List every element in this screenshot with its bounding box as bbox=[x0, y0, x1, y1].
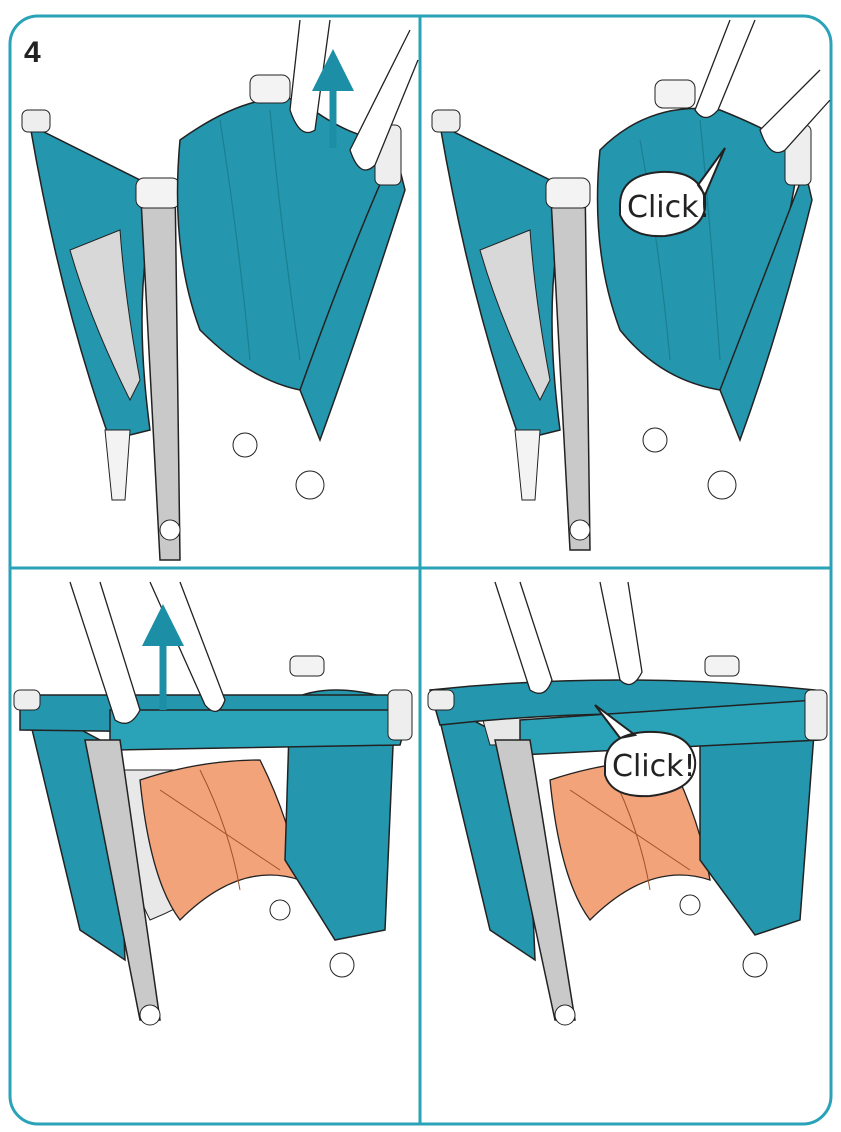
click-callout-text: Click! bbox=[612, 749, 696, 784]
step-number: 4 bbox=[24, 36, 41, 70]
click-callout-text: Click! bbox=[627, 190, 711, 225]
panel-top-left bbox=[22, 20, 418, 560]
panel-bottom-right: Click! bbox=[428, 582, 827, 1025]
panel-top-right: Click! bbox=[432, 20, 830, 550]
panel-bottom-left bbox=[14, 582, 412, 1025]
